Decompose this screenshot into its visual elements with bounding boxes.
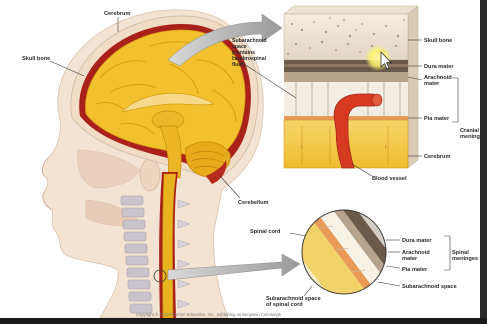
label-dura-mater-bottom: Dura mater — [402, 238, 432, 244]
blood-vessel-end — [372, 94, 382, 106]
label-dura-mater-top: Dura mater — [424, 64, 454, 70]
label-cerebrum-right: Cerebrum — [424, 154, 450, 160]
label-pia-mater-top: Pia mater — [424, 116, 450, 122]
label-blood-vessel: Blood vessel — [372, 176, 407, 182]
label-skull-bone-right: Skull bone — [424, 38, 452, 44]
label-subarachnoid-cord-line-2: of spinal cord — [266, 302, 303, 308]
label-arachnoid-bottom-line-2: mater — [402, 256, 418, 262]
label-subarachnoid-line-5: fluid) — [232, 62, 245, 68]
label-pia-mater-bottom: Pia mater — [402, 267, 428, 273]
label-cerebellum: Cerebellum — [238, 200, 268, 206]
copyright-text: Copyright © 2012 Pearson Education, Inc.… — [136, 312, 281, 317]
svg-text:↓: ↓ — [384, 143, 388, 150]
label-cerebrum-top: Cerebrum — [104, 11, 130, 17]
label-skull-bone-left: Skull bone — [22, 56, 50, 62]
block-right-face — [408, 6, 418, 168]
svg-text:↓: ↓ — [300, 143, 304, 150]
ear — [140, 159, 160, 191]
label-arachnoid-top-line-2: mater — [424, 81, 440, 87]
label-spinal-meninges-line-2: meninges — [452, 256, 478, 262]
video-bottom-bar — [0, 318, 487, 324]
label-spinal-cord: Spinal cord — [250, 229, 281, 235]
cranial-meninges-block: ↓ ↓ ↓ — [284, 6, 418, 168]
label-subarachnoid-space-bottom: Subarachnoid space — [402, 284, 457, 290]
window-edge-strip — [480, 0, 487, 324]
block-arachnoid-mater — [284, 72, 408, 82]
block-top-face — [284, 6, 418, 14]
block-dura-highlight — [284, 64, 408, 67]
